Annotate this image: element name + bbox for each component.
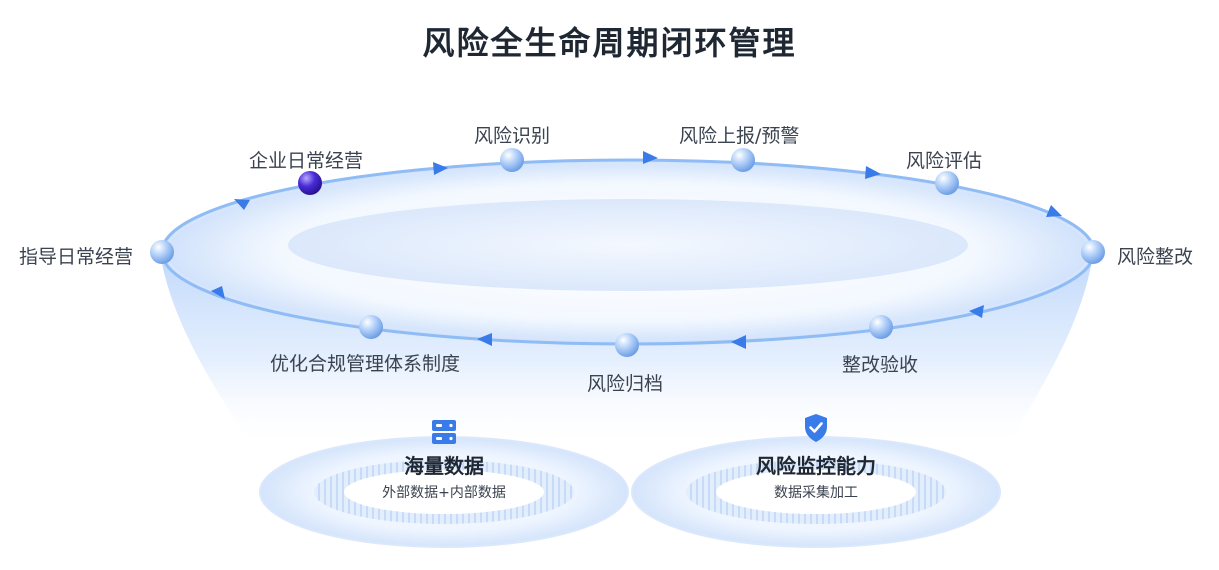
stage-label-reporting-warning: 风险上报/预警 [679,125,800,147]
monitor-pillar-title: 风险监控能力 [756,454,876,478]
node-archiving [615,333,639,357]
stage-label-identification: 风险识别 [474,125,551,147]
stage-label-enterprise-operation: 企业日常经营 [249,150,364,172]
flow-arrows [211,151,1062,349]
shield-check-icon [805,414,827,442]
data-disc [259,436,629,548]
stage-label-rectification: 风险整改 [1117,246,1194,268]
node-enterprise-operation [298,171,322,195]
node-guide-operation [150,240,174,264]
database-server-icon [432,420,456,444]
arrow-marker [969,305,984,318]
arrow-marker [731,335,746,349]
data-pillar-title: 海量数据 [404,454,484,478]
node-identification [500,148,524,172]
node-rectification [1081,240,1105,264]
inner-ellipse [288,199,968,291]
monitor-disc [631,436,1001,548]
arrow-marker [1046,205,1062,217]
arrow-marker [211,286,225,299]
page-title: 风险全生命周期闭环管理 [422,24,797,62]
stage-label-acceptance: 整改验收 [842,354,919,376]
monitor-pillar-subtitle: 数据采集加工 [774,485,858,501]
stage-label-optimize-system: 优化合规管理体系制度 [270,353,461,375]
arrow-marker [865,166,881,179]
stage-label-archiving: 风险归档 [587,373,664,395]
node-optimize-system [359,315,383,339]
stage-label-assessment: 风险评估 [906,150,983,172]
arrow-marker [477,333,492,346]
node-acceptance [869,315,893,339]
arrow-marker [643,151,658,164]
arrow-marker [433,162,448,175]
data-pillar-subtitle: 外部数据+内部数据 [382,485,506,501]
arrow-marker [234,199,250,210]
node-reporting-warning [731,148,755,172]
stage-label-guide-operation: 指导日常经营 [19,246,134,268]
node-assessment [935,171,959,195]
